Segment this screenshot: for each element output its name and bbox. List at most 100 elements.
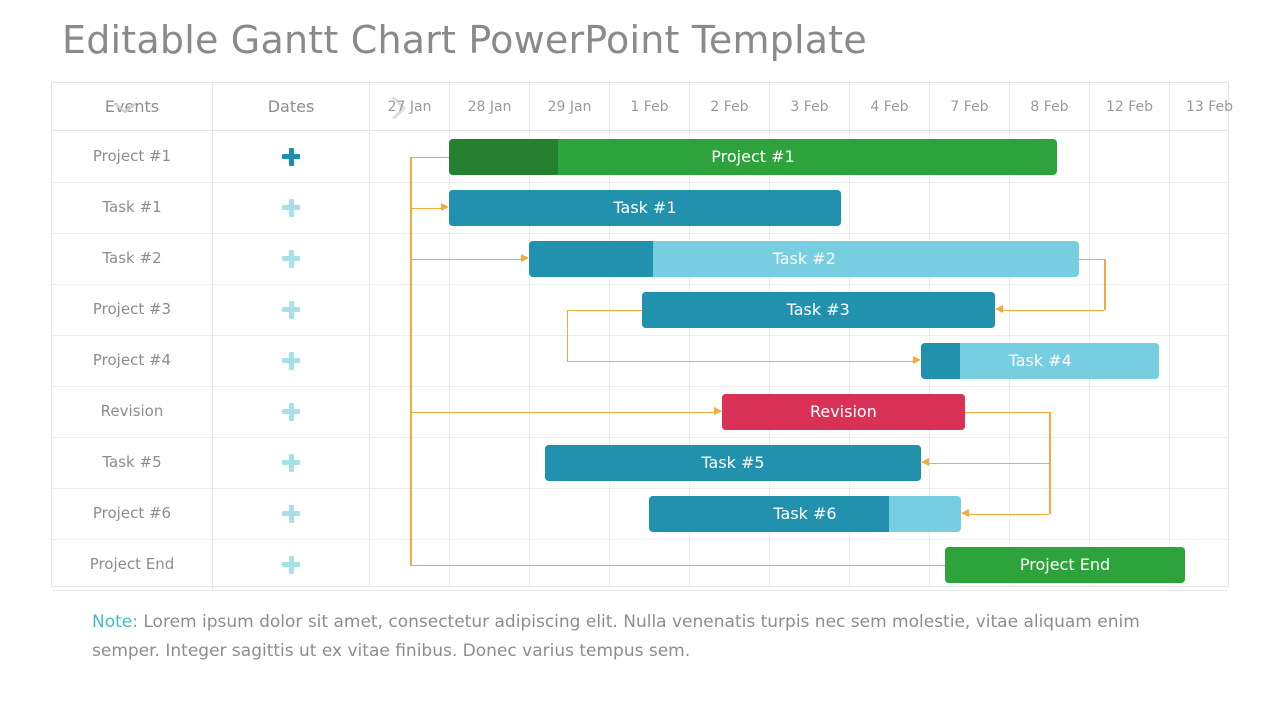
note-text: Note: Lorem ipsum dolor sit amet, consec…: [92, 608, 1157, 666]
date-column-header[interactable]: 13 Feb: [1169, 83, 1249, 131]
gantt-bar-progress: [921, 342, 960, 379]
plus-icon[interactable]: [282, 453, 300, 472]
date-column-header[interactable]: 1 Feb: [609, 83, 689, 131]
plus-icon[interactable]: [282, 300, 300, 319]
date-column-header[interactable]: 8 Feb: [1009, 83, 1089, 131]
add-row-cell[interactable]: [212, 284, 369, 335]
gantt-bar[interactable]: Task #2: [529, 240, 1080, 277]
gantt-header-row: Events Dates: [52, 83, 1228, 131]
connector-segment: [566, 309, 642, 311]
gantt-bar[interactable]: Project End: [945, 546, 1185, 583]
plus-icon[interactable]: [282, 402, 300, 421]
plus-icon[interactable]: [282, 555, 300, 574]
add-row-cell[interactable]: [212, 335, 369, 386]
gantt-bar[interactable]: Task #6: [649, 495, 961, 532]
add-row-cell[interactable]: [212, 488, 369, 539]
grid-row-line: [52, 488, 1228, 489]
connector-segment: [410, 411, 714, 413]
grid-column-line: [449, 131, 450, 586]
gantt-bar-progress: [449, 138, 559, 175]
connector-arrowhead: [713, 407, 722, 415]
add-row-cell[interactable]: [212, 386, 369, 437]
event-row-label[interactable]: Project #6: [92, 504, 172, 522]
date-column-header[interactable]: 7 Feb: [929, 83, 1009, 131]
event-row-label[interactable]: Project #1: [92, 147, 172, 165]
plus-icon[interactable]: [282, 198, 300, 217]
grid-row-line: [52, 437, 1228, 438]
date-column-header[interactable]: 3 Feb: [769, 83, 849, 131]
plus-icon[interactable]: [282, 249, 300, 268]
grid-row-line: [52, 182, 1228, 183]
connector-arrowhead: [921, 458, 929, 466]
gantt-bar-progress: [945, 546, 1185, 583]
gantt-bar-progress: [529, 240, 654, 277]
gantt-bar[interactable]: Revision: [721, 393, 965, 430]
grid-row-line: [52, 284, 1228, 285]
plus-icon[interactable]: [282, 351, 300, 370]
add-row-cell[interactable]: [212, 437, 369, 488]
chevron-down-icon[interactable]: [114, 103, 136, 113]
connector-segment: [1049, 411, 1051, 514]
connector-segment: [969, 513, 1049, 515]
gantt-bar-progress: [641, 291, 995, 328]
connector-segment: [410, 258, 521, 260]
event-row-label[interactable]: Task #1: [102, 198, 162, 216]
date-column-header[interactable]: 29 Jan: [529, 83, 609, 131]
connector-segment: [566, 360, 913, 362]
grid-column-line: [689, 131, 690, 586]
plus-icon[interactable]: [282, 147, 300, 166]
gantt-bar[interactable]: Task #3: [641, 291, 995, 328]
connector-arrowhead: [521, 254, 529, 262]
event-row-label[interactable]: Task #2: [102, 249, 162, 267]
note-body: Lorem ipsum dolor sit amet, consectetur …: [92, 612, 1140, 661]
gantt-bar[interactable]: Project #1: [449, 138, 1057, 175]
add-row-cell[interactable]: [212, 131, 369, 182]
event-row-label[interactable]: Project End: [89, 555, 175, 573]
grid-row-line: [52, 539, 1228, 540]
grid-row-line: [52, 233, 1228, 234]
label-grid-divider: [369, 83, 370, 586]
add-row-cell[interactable]: [212, 182, 369, 233]
note-label: Note:: [92, 612, 138, 632]
connector-arrowhead: [441, 203, 449, 211]
grid-column-line: [1169, 131, 1170, 586]
connector-segment: [929, 462, 1049, 464]
connector-arrowhead: [994, 305, 1003, 313]
gantt-bar[interactable]: Task #5: [545, 444, 921, 481]
gantt-bar-progress: [721, 393, 965, 430]
connector-segment: [1079, 258, 1105, 260]
date-column-header[interactable]: 28 Jan: [449, 83, 529, 131]
connector-segment: [965, 411, 1049, 413]
connector-segment: [410, 156, 412, 565]
date-column-header[interactable]: 4 Feb: [849, 83, 929, 131]
gantt-bar[interactable]: Task #4: [921, 342, 1160, 379]
date-column-header[interactable]: 2 Feb: [689, 83, 769, 131]
event-row-label[interactable]: Revision: [100, 402, 164, 420]
grid-column-line: [849, 131, 850, 586]
add-row-cell[interactable]: [212, 539, 369, 590]
connector-segment: [1002, 309, 1105, 311]
plus-icon[interactable]: [282, 504, 300, 523]
date-column-header[interactable]: 27 Jan: [369, 83, 449, 131]
grid-row-line: [52, 590, 1228, 591]
connector-segment: [410, 156, 449, 158]
event-row-label[interactable]: Project #3: [92, 300, 172, 318]
date-column-header[interactable]: 12 Feb: [1089, 83, 1169, 131]
event-row-label[interactable]: Task #5: [102, 453, 162, 471]
gantt-bar-progress: [449, 189, 841, 226]
event-row-label[interactable]: Project #4: [92, 351, 172, 369]
gantt-bar[interactable]: Task #1: [449, 189, 841, 226]
page-title: Editable Gantt Chart PowerPoint Template: [62, 18, 867, 62]
grid-row-line: [52, 386, 1228, 387]
grid-row-line: [52, 335, 1228, 336]
connector-segment: [566, 309, 569, 361]
connector-segment: [1104, 258, 1106, 310]
add-row-cell[interactable]: [212, 233, 369, 284]
gantt-bar-progress: [545, 444, 921, 481]
gantt-bar-remaining: [921, 342, 1160, 379]
connector-arrowhead: [913, 356, 921, 364]
column-header-dates[interactable]: Dates: [212, 83, 369, 131]
chevron-right-icon[interactable]: [392, 97, 406, 119]
grid-column-line: [529, 131, 530, 586]
